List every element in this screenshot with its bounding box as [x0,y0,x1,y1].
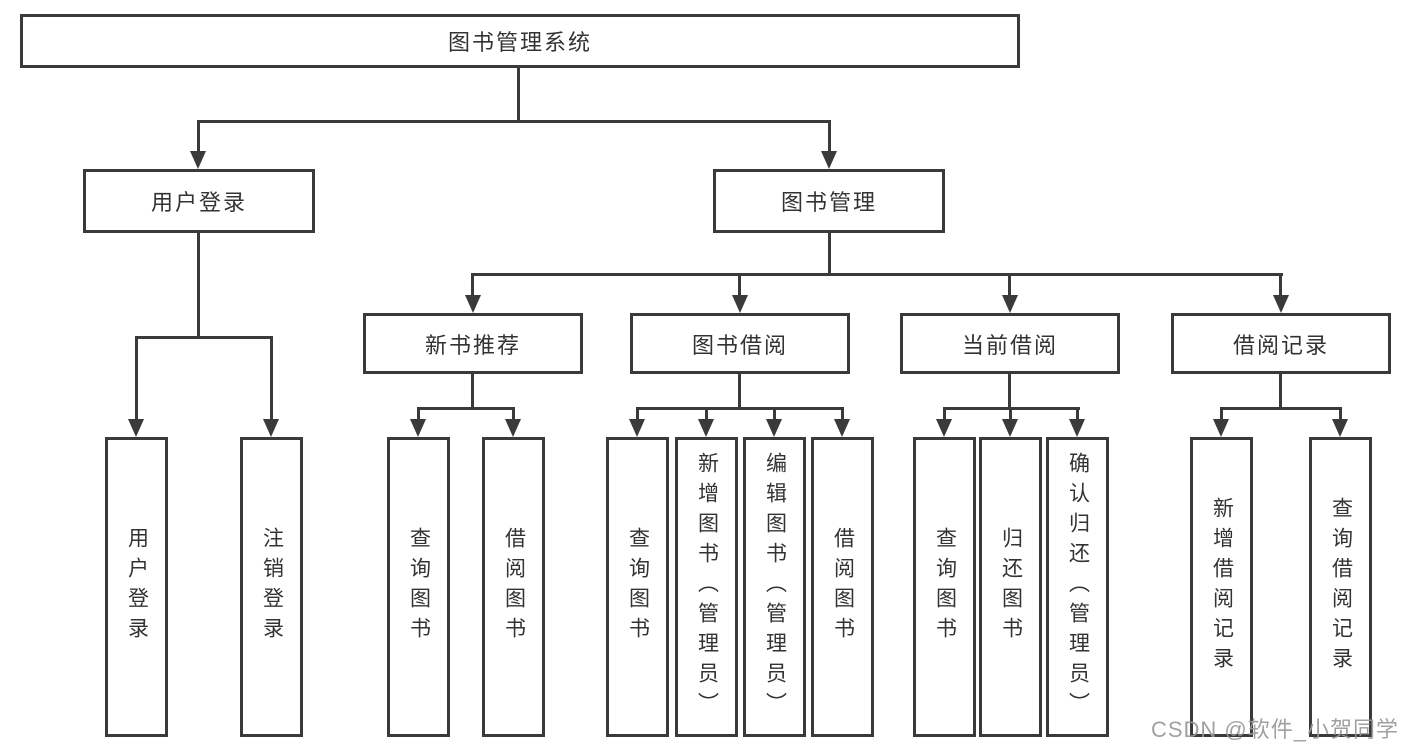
connector-vline [773,407,776,419]
connector-vline [738,273,741,295]
leaf-records-query-record-label: 查询借阅记录 [1329,497,1353,677]
connector-vline [1008,374,1011,407]
leaf-borrow-edit-books-admin: 编辑图书（管理员） [743,437,806,737]
arrowhead-down-icon [1069,419,1085,437]
arrowhead-down-icon [1213,419,1229,437]
connector-vline [1279,374,1282,407]
connector-vline [512,407,515,419]
leaf-borrow-edit-books-admin-label: 编辑图书（管理员） [763,452,787,722]
connector-vline [197,233,200,336]
connector-hline [636,407,844,410]
leaf-current-query-books-label: 查询图书 [933,527,957,647]
arrowhead-down-icon [766,419,782,437]
connector-vline [1339,407,1342,419]
leaf-current-confirm-return-admin: 确认归还（管理员） [1046,437,1109,737]
leaf-logout-label: 注销登录 [260,527,284,647]
arrowhead-down-icon [263,419,279,437]
connector-vline [417,407,420,419]
connector-vline [135,336,138,419]
connector-vline [517,68,520,120]
arrowhead-down-icon [1332,419,1348,437]
arrowhead-down-icon [936,419,952,437]
connector-vline [828,120,831,151]
node-book-borrow-label: 图书借阅 [691,332,788,358]
node-root-label: 图书管理系统 [447,30,592,55]
node-current-borrow-label: 当前借阅 [961,332,1058,358]
arrowhead-down-icon [505,419,521,437]
connector-vline [1220,407,1223,419]
connector-vline [943,407,946,419]
connector-hline [471,273,1283,276]
node-new-book-recommend-label: 新书推荐 [424,332,521,358]
leaf-borrow-query-books: 查询图书 [606,437,669,737]
connector-vline [841,407,844,419]
arrowhead-down-icon [821,151,837,169]
leaf-borrow-borrow-books-label: 借阅图书 [831,527,855,647]
arrowhead-down-icon [190,151,206,169]
connector-vline [636,407,639,419]
connector-hline [1220,407,1342,410]
leaf-borrow-borrow-books: 借阅图书 [811,437,874,737]
connector-vline [738,374,741,407]
leaf-borrow-add-books-admin: 新增图书（管理员） [675,437,738,737]
leaf-current-query-books: 查询图书 [913,437,976,737]
leaf-records-add-record: 新增借阅记录 [1190,437,1253,737]
arrowhead-down-icon [1002,419,1018,437]
arrowhead-down-icon [732,295,748,313]
leaf-records-add-record-label: 新增借阅记录 [1210,497,1234,677]
arrowhead-down-icon [410,419,426,437]
connector-vline [197,120,200,151]
connector-vline [1008,273,1011,295]
node-user-login-label: 用户登录 [150,190,247,215]
leaf-current-return-books-label: 归还图书 [999,527,1023,647]
node-root: 图书管理系统 [20,14,1020,68]
arrowhead-down-icon [1273,295,1289,313]
leaf-recommend-borrow-books: 借阅图书 [482,437,545,737]
connector-vline [1076,407,1079,419]
connector-vline [1279,273,1282,295]
arrowhead-down-icon [128,419,144,437]
leaf-user-login: 用户登录 [105,437,168,737]
leaf-current-return-books: 归还图书 [979,437,1042,737]
connector-vline [1009,407,1012,419]
node-book-management-label: 图书管理 [780,190,877,215]
arrowhead-down-icon [1002,295,1018,313]
connector-vline [828,233,831,273]
arrowhead-down-icon [629,419,645,437]
leaf-records-query-record: 查询借阅记录 [1309,437,1372,737]
node-new-book-recommend: 新书推荐 [363,313,583,374]
arrowhead-down-icon [465,295,481,313]
node-book-borrow: 图书借阅 [630,313,850,374]
connector-vline [705,407,708,419]
leaf-user-login-label: 用户登录 [125,527,149,647]
connector-hline [417,407,515,410]
node-user-login: 用户登录 [83,169,315,233]
connector-vline [471,273,474,295]
node-book-management: 图书管理 [713,169,945,233]
node-current-borrow: 当前借阅 [900,313,1120,374]
leaf-logout: 注销登录 [240,437,303,737]
connector-hline [135,336,273,339]
node-borrow-records-label: 借阅记录 [1232,332,1329,358]
connector-vline [270,336,273,419]
leaf-borrow-add-books-admin-label: 新增图书（管理员） [695,452,719,722]
leaf-recommend-query-books: 查询图书 [387,437,450,737]
leaf-recommend-borrow-books-label: 借阅图书 [502,527,526,647]
leaf-borrow-query-books-label: 查询图书 [626,527,650,647]
leaf-current-confirm-return-admin-label: 确认归还（管理员） [1066,452,1090,722]
node-borrow-records: 借阅记录 [1171,313,1391,374]
arrowhead-down-icon [834,419,850,437]
arrowhead-down-icon [698,419,714,437]
leaf-recommend-query-books-label: 查询图书 [407,527,431,647]
connector-vline [471,374,474,407]
csdn-watermark: CSDN @软件_小贺同学 [1150,717,1399,742]
connector-hline [197,120,831,123]
